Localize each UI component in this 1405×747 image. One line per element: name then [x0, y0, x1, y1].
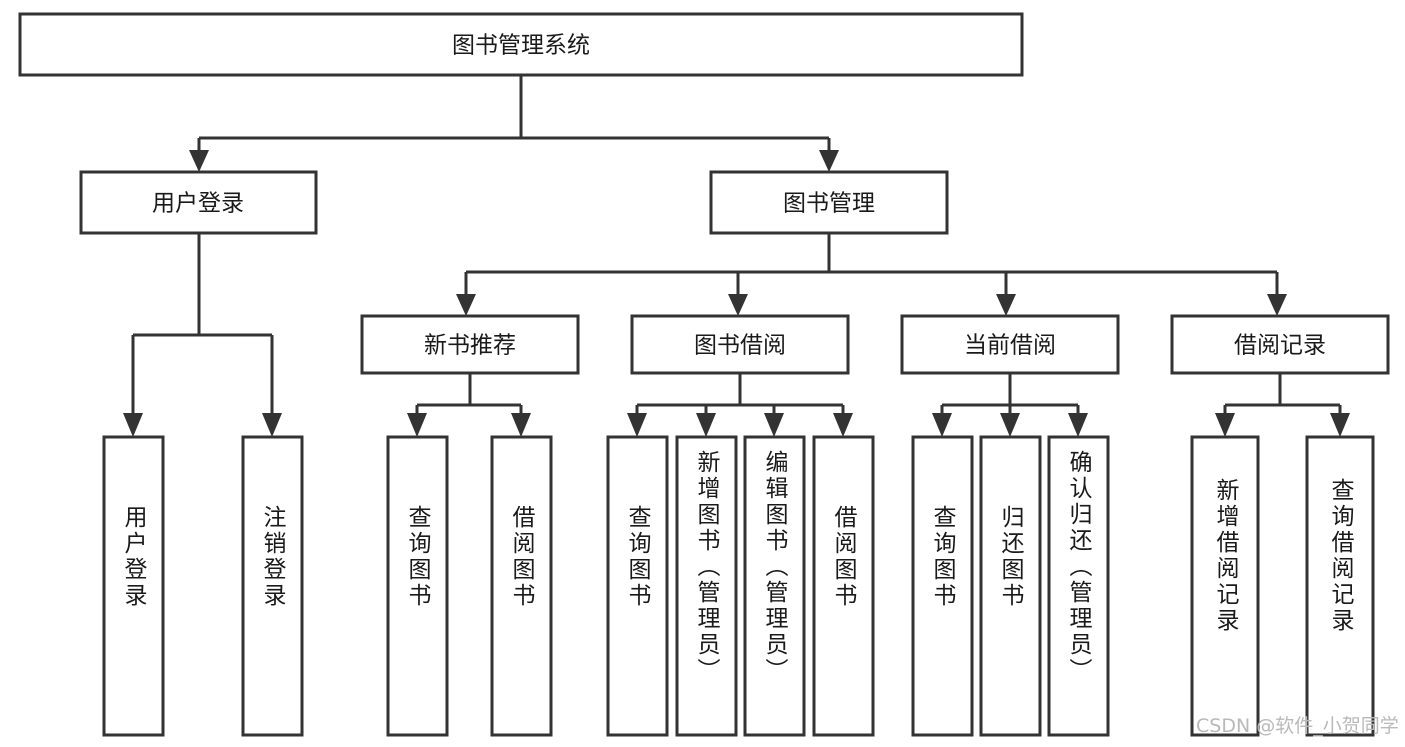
- arrow-head-leaf-query-book-2: [627, 413, 647, 437]
- arrow-head-leaf-query-book-1: [407, 413, 427, 437]
- node-leaf-borrow-book-2[interactable]: 借阅图书: [812, 435, 875, 737]
- node-book-manage-box[interactable]: [709, 170, 949, 235]
- node-leaf-add-book-label: 新增图书（管理员）: [693, 450, 721, 684]
- node-leaf-query-record-box[interactable]: [1305, 435, 1375, 737]
- node-user-login-box[interactable]: [79, 170, 318, 235]
- node-leaf-confirm-return[interactable]: 确认归还（管理员）: [1047, 435, 1110, 737]
- node-root[interactable]: 图书管理系统: [18, 12, 1024, 77]
- arrow-head-leaf-user-login: [123, 413, 143, 437]
- node-leaf-borrow-book-1-box[interactable]: [490, 435, 553, 737]
- node-leaf-borrow-book-2-label: 借阅图书: [830, 505, 858, 609]
- node-book-borrow-box[interactable]: [630, 314, 850, 375]
- node-leaf-add-book-box[interactable]: [675, 435, 738, 737]
- arrow-head-leaf-query-book-3: [932, 413, 952, 437]
- node-user-login[interactable]: 用户登录: [79, 170, 318, 235]
- node-current-borrow-box[interactable]: [900, 314, 1120, 375]
- node-book-manage-label: 图书管理: [783, 191, 875, 217]
- node-leaf-query-record-label: 查询借阅记录: [1327, 478, 1355, 634]
- node-leaf-query-record[interactable]: 查询借阅记录: [1305, 435, 1375, 737]
- node-leaf-return-book-box[interactable]: [979, 435, 1042, 737]
- arrow-head-leaf-confirm-return: [1068, 413, 1088, 437]
- node-leaf-user-login-label: 用户登录: [120, 505, 148, 609]
- node-leaf-user-logout-box[interactable]: [241, 435, 304, 737]
- node-book-manage[interactable]: 图书管理: [709, 170, 949, 235]
- node-leaf-confirm-return-label: 确认归还（管理员）: [1065, 450, 1093, 684]
- node-leaf-add-record-label: 新增借阅记录: [1212, 478, 1240, 634]
- node-new-book-recommend-label: 新书推荐: [424, 333, 516, 359]
- node-leaf-add-book[interactable]: 新增图书（管理员）: [675, 435, 738, 737]
- arrow-head-user-login: [189, 150, 209, 172]
- arrow-head-leaf-borrow-book-1: [511, 413, 531, 437]
- node-leaf-edit-book-box[interactable]: [743, 435, 806, 737]
- node-leaf-user-logout-label: 注销登录: [259, 505, 287, 609]
- node-leaf-query-book-2[interactable]: 查询图书: [606, 435, 669, 737]
- arrow-head-book-borrow: [728, 294, 748, 316]
- node-leaf-query-book-2-label: 查询图书: [624, 505, 652, 609]
- arrow-head-leaf-edit-book: [764, 413, 784, 437]
- node-leaf-query-book-3[interactable]: 查询图书: [911, 435, 974, 737]
- arrow-head-leaf-return-book: [1000, 413, 1020, 437]
- node-current-borrow-label: 当前借阅: [964, 333, 1056, 359]
- arrow-head-book-manage: [819, 150, 839, 172]
- node-leaf-user-login[interactable]: 用户登录: [102, 435, 165, 737]
- connector-layer: [123, 75, 1350, 437]
- node-leaf-user-logout[interactable]: 注销登录: [241, 435, 304, 737]
- arrow-head-borrow-record: [1267, 294, 1287, 316]
- node-new-book-recommend[interactable]: 新书推荐: [360, 314, 580, 375]
- node-root-label: 图书管理系统: [452, 33, 590, 59]
- node-borrow-record-box[interactable]: [1170, 314, 1390, 375]
- arrow-head-leaf-user-logout: [262, 413, 282, 437]
- node-leaf-return-book[interactable]: 归还图书: [979, 435, 1042, 737]
- node-leaf-add-record[interactable]: 新增借阅记录: [1190, 435, 1260, 737]
- node-leaf-user-login-box[interactable]: [102, 435, 165, 737]
- arrow-head-leaf-borrow-book-2: [833, 413, 853, 437]
- arrow-head-new-book-recommend: [456, 294, 476, 316]
- arrow-head-leaf-add-book: [696, 413, 716, 437]
- node-leaf-query-book-1-box[interactable]: [386, 435, 449, 737]
- node-leaf-add-record-box[interactable]: [1190, 435, 1260, 737]
- node-borrow-record[interactable]: 借阅记录: [1170, 314, 1390, 375]
- node-book-borrow-label: 图书借阅: [694, 333, 786, 359]
- node-leaf-borrow-book-1[interactable]: 借阅图书: [490, 435, 553, 737]
- node-root-box[interactable]: [18, 12, 1024, 77]
- node-leaf-query-book-2-box[interactable]: [606, 435, 669, 737]
- node-borrow-record-label: 借阅记录: [1234, 333, 1326, 359]
- node-current-borrow[interactable]: 当前借阅: [900, 314, 1120, 375]
- node-leaf-query-book-1[interactable]: 查询图书: [386, 435, 449, 737]
- arrow-head-current-borrow: [996, 294, 1016, 316]
- node-leaf-return-book-label: 归还图书: [997, 505, 1025, 609]
- arrow-head-leaf-query-record: [1330, 413, 1350, 437]
- node-leaf-edit-book[interactable]: 编辑图书（管理员）: [743, 435, 806, 737]
- node-leaf-query-book-1-label: 查询图书: [404, 505, 432, 609]
- node-new-book-recommend-box[interactable]: [360, 314, 580, 375]
- node-leaf-edit-book-label: 编辑图书（管理员）: [761, 450, 789, 684]
- node-leaf-query-book-3-label: 查询图书: [929, 505, 957, 609]
- node-leaf-confirm-return-box[interactable]: [1047, 435, 1110, 737]
- csdn-watermark: CSDN @软件_小贺同学: [1196, 715, 1399, 737]
- node-book-borrow[interactable]: 图书借阅: [630, 314, 850, 375]
- node-leaf-query-book-3-box[interactable]: [911, 435, 974, 737]
- node-leaf-borrow-book-1-label: 借阅图书: [508, 505, 536, 609]
- node-user-login-label: 用户登录: [152, 191, 244, 217]
- arrow-head-leaf-add-record: [1215, 413, 1235, 437]
- node-leaf-borrow-book-2-box[interactable]: [812, 435, 875, 737]
